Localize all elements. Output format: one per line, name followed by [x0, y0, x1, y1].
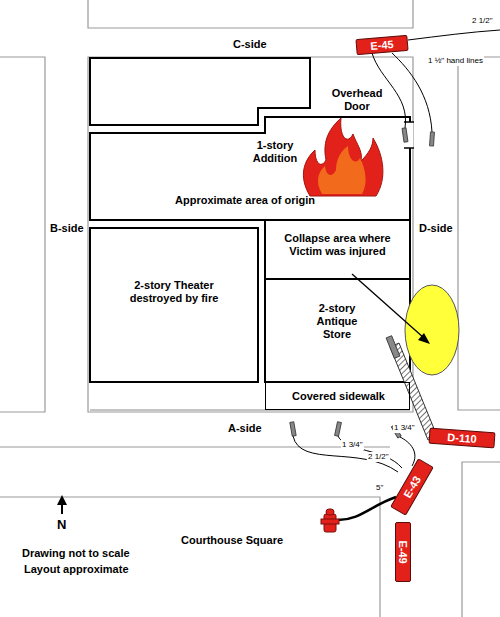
fire-hydrant — [321, 509, 339, 532]
north-arrow — [57, 495, 67, 514]
leader-arrow — [352, 274, 430, 344]
engine-truck: E-49 — [395, 522, 411, 582]
fire-symbol — [303, 118, 382, 196]
collapse-area-marker — [405, 285, 459, 375]
covered-sidewalk: Covered sidewalk — [265, 382, 410, 410]
hose-size-label: 5" — [375, 483, 384, 493]
map-label: Drawing not to scale — [22, 547, 130, 560]
unit-label: E-45 — [366, 37, 398, 54]
building-addition: 1-story AdditionApproximate area of orig… — [90, 117, 410, 220]
supply-line — [338, 497, 396, 520]
area-label: 2-story Antique Store — [302, 302, 372, 341]
hose-size-label: 2 1/2" — [367, 452, 390, 462]
area-label: Approximate area of origin — [120, 194, 370, 207]
area-label: 2-story Theater destroyed by fire — [129, 279, 219, 305]
engine-truck: E-43 — [390, 458, 434, 515]
unit-label: D-110 — [443, 430, 481, 447]
building-outlines — [90, 58, 410, 382]
building-antique-store: 2-story Antique Store Collapse area where… — [265, 220, 410, 382]
map-label: B-side — [50, 222, 84, 235]
building-theater: 2-story Theater destroyed by fire — [90, 228, 258, 382]
map-label: Courthouse Square — [181, 534, 283, 547]
ladder-tip — [386, 336, 400, 359]
map-label: Overhead Door — [326, 87, 388, 113]
unit-label: E-43 — [398, 470, 426, 504]
map-label: N — [57, 517, 66, 532]
collapse-area-band: Collapse area where Victim was injured — [265, 220, 410, 280]
area-label: 1-story Addition — [240, 139, 310, 165]
map-label: C-side — [233, 38, 267, 51]
map-label: A-side — [228, 422, 262, 435]
area-label: Collapse area where Victim was injured — [267, 232, 408, 258]
engine-truck: E-45 — [355, 35, 408, 55]
unit-label: E-49 — [396, 536, 410, 567]
map-label: Layout approximate — [24, 563, 129, 576]
map-label: D-side — [419, 222, 453, 235]
hose-size-label: 2 1/2" — [471, 16, 494, 26]
hose-size-label: 1 3/4" — [393, 423, 416, 433]
ladder-truck: D-110 — [429, 428, 496, 449]
area-label: Covered sidewalk — [268, 390, 409, 403]
hose-size-label: 1 ½" hand lines — [427, 56, 484, 66]
hose-size-label: 1 3/4" — [341, 440, 364, 450]
